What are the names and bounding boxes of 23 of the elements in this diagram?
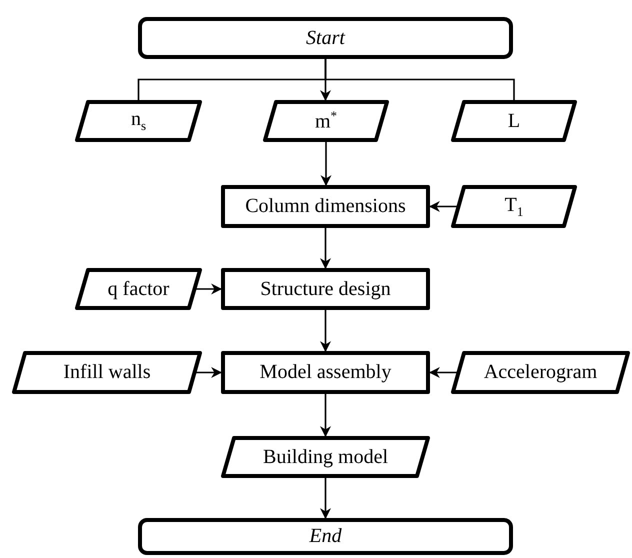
node-label: n$_{s}$ [130, 108, 146, 134]
node-label: Infill walls [63, 361, 151, 384]
connector [320, 142, 332, 186]
node-label: q factor [108, 278, 170, 300]
node-label: Building model [263, 446, 388, 468]
node-label: Column dimensions [245, 195, 406, 218]
connector [320, 394, 331, 438]
connector [320, 310, 331, 352]
terminal-label: End [309, 525, 342, 548]
node-label: Model assembly [260, 361, 392, 384]
connector [324, 59, 515, 100]
connector [428, 201, 457, 212]
terminal-label: Start [306, 26, 345, 50]
connector [196, 367, 222, 378]
node-label: Accelerogram [484, 361, 598, 384]
connector [428, 367, 457, 378]
connector [196, 284, 222, 294]
node-label: Structure design [260, 278, 391, 300]
connector [320, 228, 331, 270]
node-label: L [508, 110, 520, 132]
connector [320, 478, 331, 520]
node-label: T$_{1}$ [504, 194, 524, 220]
node-label: m$^{*}$ [314, 108, 338, 134]
